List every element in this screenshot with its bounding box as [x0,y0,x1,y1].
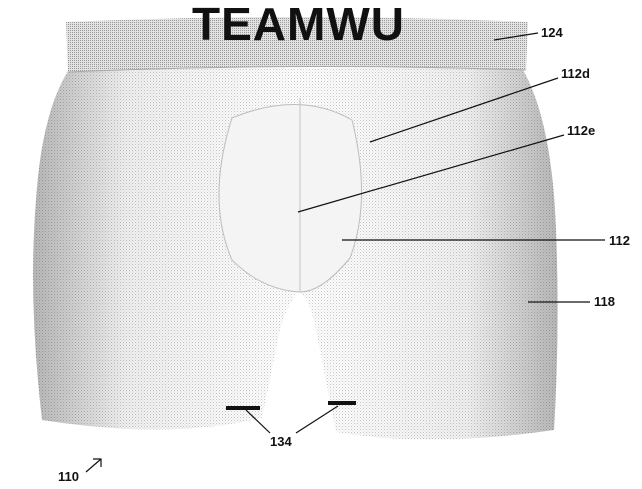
label-112: 112 [609,233,630,248]
label-134: 134 [270,434,292,449]
arrow-110-shaft [86,459,101,472]
label-124: 124 [541,25,563,40]
label-110: 110 [58,469,79,484]
label-118: 118 [594,294,615,309]
label-112e: 112e [567,123,595,138]
waistband-brand-text: TEAMWU [192,0,405,50]
boxer-brief-garment: TEAMWU [33,0,558,440]
leader-134-right [296,406,338,433]
label-112d: 112d [561,66,590,81]
pouch-panel [219,104,362,292]
